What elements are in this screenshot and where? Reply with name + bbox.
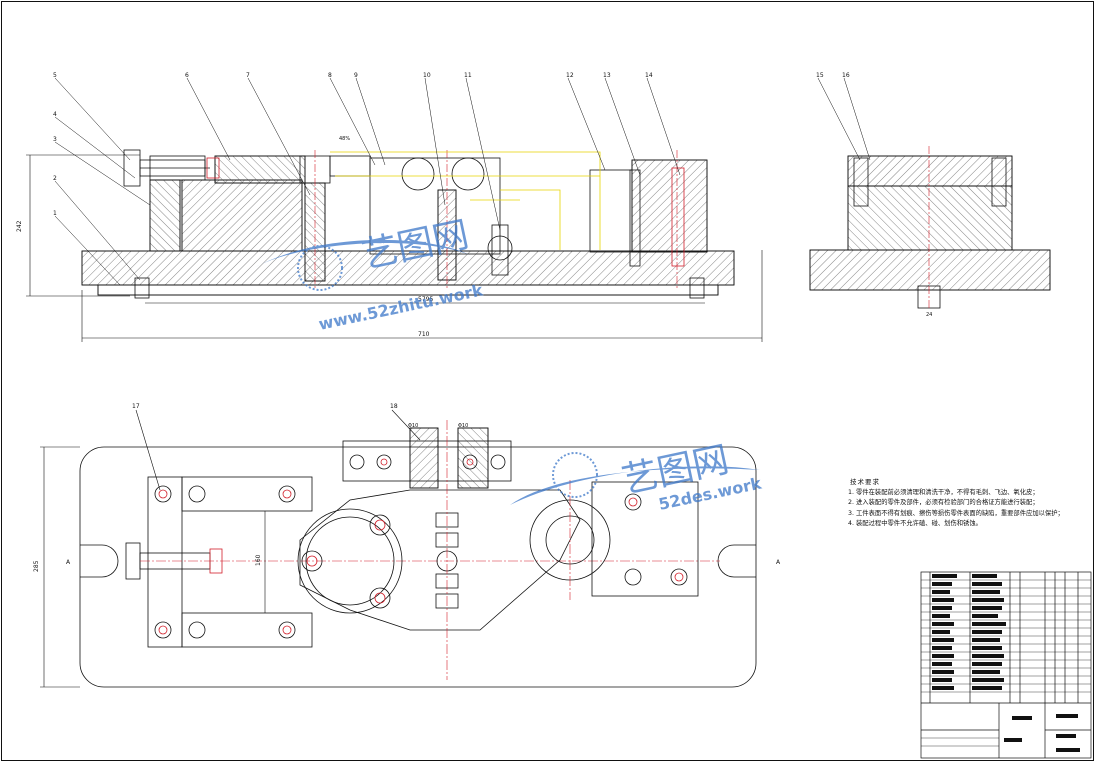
title-block xyxy=(920,571,1092,759)
plan-inner-height-dim: 160 xyxy=(255,554,262,566)
svg-text:2: 2 xyxy=(53,175,57,182)
section-mark-left: A xyxy=(66,559,71,566)
side-balloon-15: 15 xyxy=(816,72,824,79)
front-total-width-dim: 710 xyxy=(418,331,430,338)
plan-balloon-18: 18 xyxy=(390,403,398,410)
svg-text:8: 8 xyxy=(328,72,332,79)
front-view xyxy=(81,149,735,299)
svg-text:3: 3 xyxy=(53,136,57,143)
title-block-fills xyxy=(932,574,1080,752)
plan-top-dim-b: Φ10 xyxy=(458,423,468,429)
svg-text:10: 10 xyxy=(423,72,431,79)
plan-left-height-dim: 285 xyxy=(33,560,40,572)
side-bottom-dim: 24 xyxy=(926,312,932,318)
plan-balloon-17: 17 xyxy=(132,403,140,410)
tech-req-item: 2. 进入装配的零件及部件，必须有检验部门的合格证方能进行装配； xyxy=(848,499,1039,506)
svg-text:13: 13 xyxy=(603,72,611,79)
tech-req-title: 技术要求 xyxy=(850,478,880,486)
title-block-rows xyxy=(921,579,1091,747)
svg-text:1: 1 xyxy=(53,210,57,217)
section-mark-right: A xyxy=(776,559,781,566)
plan-view xyxy=(79,420,757,688)
svg-text:4: 4 xyxy=(53,111,57,118)
front-small-dim: 48% xyxy=(339,136,350,142)
svg-text:12: 12 xyxy=(566,72,574,79)
side-view xyxy=(809,77,1051,310)
svg-text:14: 14 xyxy=(645,72,653,79)
front-balloon-leaders xyxy=(54,77,681,286)
svg-text:6: 6 xyxy=(185,72,189,79)
front-height-dim: 242 xyxy=(16,220,23,232)
front-dimensions xyxy=(26,154,763,342)
phantom-outline xyxy=(330,151,601,250)
plan-red-holes xyxy=(158,458,684,635)
side-balloon-16: 16 xyxy=(842,72,850,79)
svg-text:11: 11 xyxy=(464,72,472,79)
tech-req-item: 1. 零件在装配前必须清理和清洗干净，不得有毛刺、飞边、氧化皮； xyxy=(848,488,1039,496)
plan-top-dim-a: Φ10 xyxy=(408,423,418,429)
plan-dimensions xyxy=(40,409,421,688)
technical-requirements: 技术要求 1. 零件在装配前必须清理和清洗干净，不得有毛刺、飞边、氧化皮； 2.… xyxy=(848,477,1088,530)
svg-text:7: 7 xyxy=(246,72,250,79)
tech-req-item: 3. 工件表面不得有划痕、擦伤等损伤零件表面的缺陷，重要部件应加以保护； xyxy=(848,509,1064,517)
svg-text:9: 9 xyxy=(354,72,358,79)
svg-text:5: 5 xyxy=(53,72,57,79)
tech-req-item: 4. 装配过程中零件不允许磕、碰、划伤和锈蚀。 xyxy=(848,520,982,527)
front-balloons: 5 4 3 2 1 6 7 8 9 10 11 12 13 14 xyxy=(53,72,653,217)
front-inner-width-dim: 5795 xyxy=(418,296,433,303)
